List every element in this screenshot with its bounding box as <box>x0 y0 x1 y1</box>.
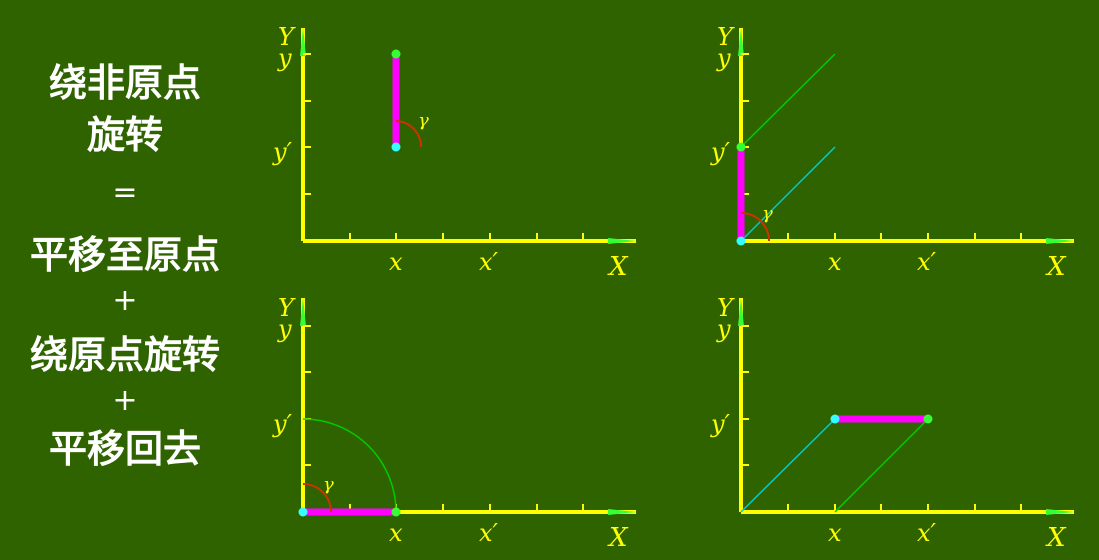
panel-3-Y-label: Y <box>278 294 296 322</box>
panel-3-rotation-arc <box>302 418 397 513</box>
panel-3-x-label: x <box>389 519 403 547</box>
panel-3-y-label: y <box>277 315 292 343</box>
panel-3-point-end <box>391 507 401 517</box>
panel-2-point-top <box>736 142 746 152</box>
step-translate-to-origin: 平移至原点 <box>29 233 220 277</box>
panel-2-angle-arc <box>740 212 770 242</box>
panel-4-Y-label: Y <box>717 294 735 322</box>
panel-1: γ Y y y′ x x′ X <box>272 23 636 282</box>
panel-2-x-label: x <box>828 248 842 276</box>
panel-4-translation-path-left <box>740 418 836 513</box>
panel-1-xprime-label: x′ <box>479 248 499 276</box>
plus-sign-1: + <box>112 283 138 318</box>
panel-3-xprime-label: x′ <box>479 519 499 547</box>
panel-1-x-label: x <box>389 248 403 276</box>
panel-3-X-label: X <box>607 523 629 553</box>
panel-3-gamma-label: γ <box>323 474 334 495</box>
panel-2-X-label: X <box>1045 252 1067 282</box>
panel-3-axes <box>300 298 636 515</box>
panel-1-X-label: X <box>607 252 629 282</box>
panel-4: Y y y′ x x′ X <box>710 294 1074 553</box>
panel-3-yprime-label: y′ <box>272 410 293 438</box>
panel-2-translation-path-top <box>740 53 836 148</box>
panel-1-point-pivot <box>391 142 401 152</box>
panel-2-y-label: y <box>716 44 731 72</box>
panel-2-Y-label: Y <box>717 23 735 51</box>
panel-2-yprime-label: y′ <box>710 138 731 166</box>
panel-2-point-origin <box>736 236 746 246</box>
panel-4-xprime-label: x′ <box>917 519 937 547</box>
title-line-1: 绕非原点 <box>48 61 201 105</box>
panel-4-yprime-label: y′ <box>710 410 731 438</box>
panel-4-x-label: x <box>828 519 842 547</box>
plus-sign-2: + <box>112 383 138 418</box>
panel-2-axes <box>738 28 1074 244</box>
title-line-2: 旋转 <box>86 113 163 157</box>
panel-2-xprime-label: x′ <box>917 248 937 276</box>
panel-3-point-origin <box>298 507 308 517</box>
panel-1-angle-arc <box>395 120 422 148</box>
panel-1-point-top <box>391 49 401 59</box>
panel-4-translation-path-right <box>834 418 929 513</box>
left-text-block: 绕非原点 旋转 = 平移至原点 + 绕原点旋转 + 平移回去 <box>0 0 250 560</box>
panel-1-gamma-label: γ <box>418 110 429 131</box>
panel-1-y-label: y <box>277 44 292 72</box>
panel-4-point-right <box>923 414 933 424</box>
panel-1-Y-label: Y <box>278 23 296 51</box>
panel-4-point-left <box>830 414 840 424</box>
step-rotate-about-origin: 绕原点旋转 <box>29 333 220 377</box>
panel-3-angle-arc <box>302 483 332 513</box>
panel-3: γ Y y y′ x x′ X <box>272 294 636 553</box>
panel-2: γ Y y y′ x x′ X <box>710 23 1074 282</box>
step-translate-back: 平移回去 <box>48 427 201 471</box>
panel-1-axes <box>300 28 636 244</box>
panel-2-translation-path-bottom <box>740 146 836 242</box>
equals-sign: = <box>112 175 138 210</box>
panel-1-yprime-label: y′ <box>272 138 293 166</box>
panel-4-y-label: y <box>716 315 731 343</box>
panel-4-axes <box>738 298 1074 515</box>
panel-4-X-label: X <box>1045 523 1067 553</box>
panel-2-gamma-label: γ <box>762 203 773 224</box>
